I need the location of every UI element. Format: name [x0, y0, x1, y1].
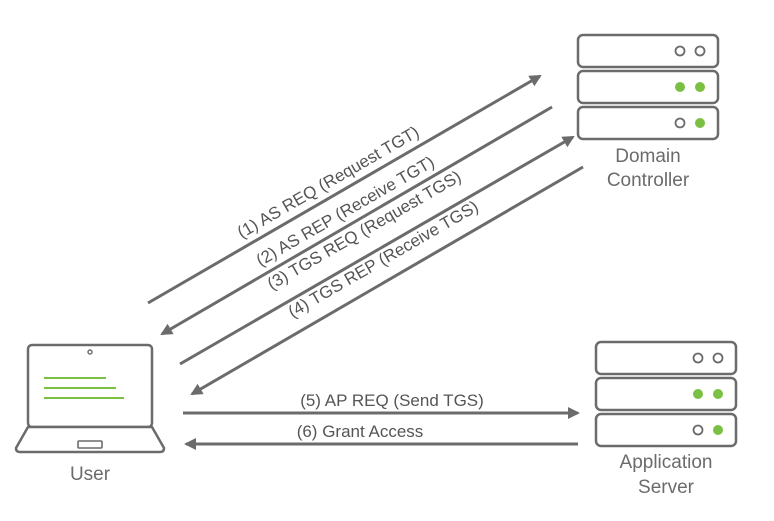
status-light-off: [674, 117, 686, 129]
arrow-tgs-req: [179, 135, 575, 366]
status-light-on: [675, 82, 685, 92]
domain-controller-label-line1: Domain: [615, 146, 680, 167]
application-server-icon: [594, 340, 738, 448]
server-unit: [576, 69, 720, 105]
application-server-label-line2: Server: [638, 477, 695, 498]
arrow-as-req: [147, 74, 542, 305]
status-light-on: [695, 82, 705, 92]
status-light-off: [712, 352, 724, 364]
server-unit: [594, 376, 738, 412]
server-unit: [576, 33, 720, 69]
server-unit: [576, 105, 720, 141]
status-light-off: [674, 45, 686, 57]
laptop-trackpad: [77, 440, 103, 449]
server-unit: [594, 340, 738, 376]
status-light-on: [695, 118, 705, 128]
arrow-tgs-rep: [190, 165, 584, 396]
status-light-on: [713, 425, 723, 435]
status-light-on: [713, 389, 723, 399]
laptop-base: [14, 425, 166, 454]
status-light-off: [692, 352, 704, 364]
laptop-camera: [87, 349, 93, 355]
laptop-icon: [14, 343, 166, 454]
arrow-as-rep: [160, 105, 553, 336]
domain-controller-label-line2: Controller: [607, 170, 690, 191]
status-light-on: [693, 389, 703, 399]
domain-controller-server-icon: [576, 33, 720, 141]
message-label-5: (5) AP REQ (Send TGS): [300, 391, 484, 410]
status-light-off: [694, 45, 706, 57]
message-label-6: (6) Grant Access: [297, 422, 424, 441]
user-label: User: [70, 464, 111, 485]
status-light-off: [692, 424, 704, 436]
application-server-label-line1: Application: [620, 452, 713, 473]
server-unit: [594, 412, 738, 448]
laptop-screen: [26, 343, 154, 429]
